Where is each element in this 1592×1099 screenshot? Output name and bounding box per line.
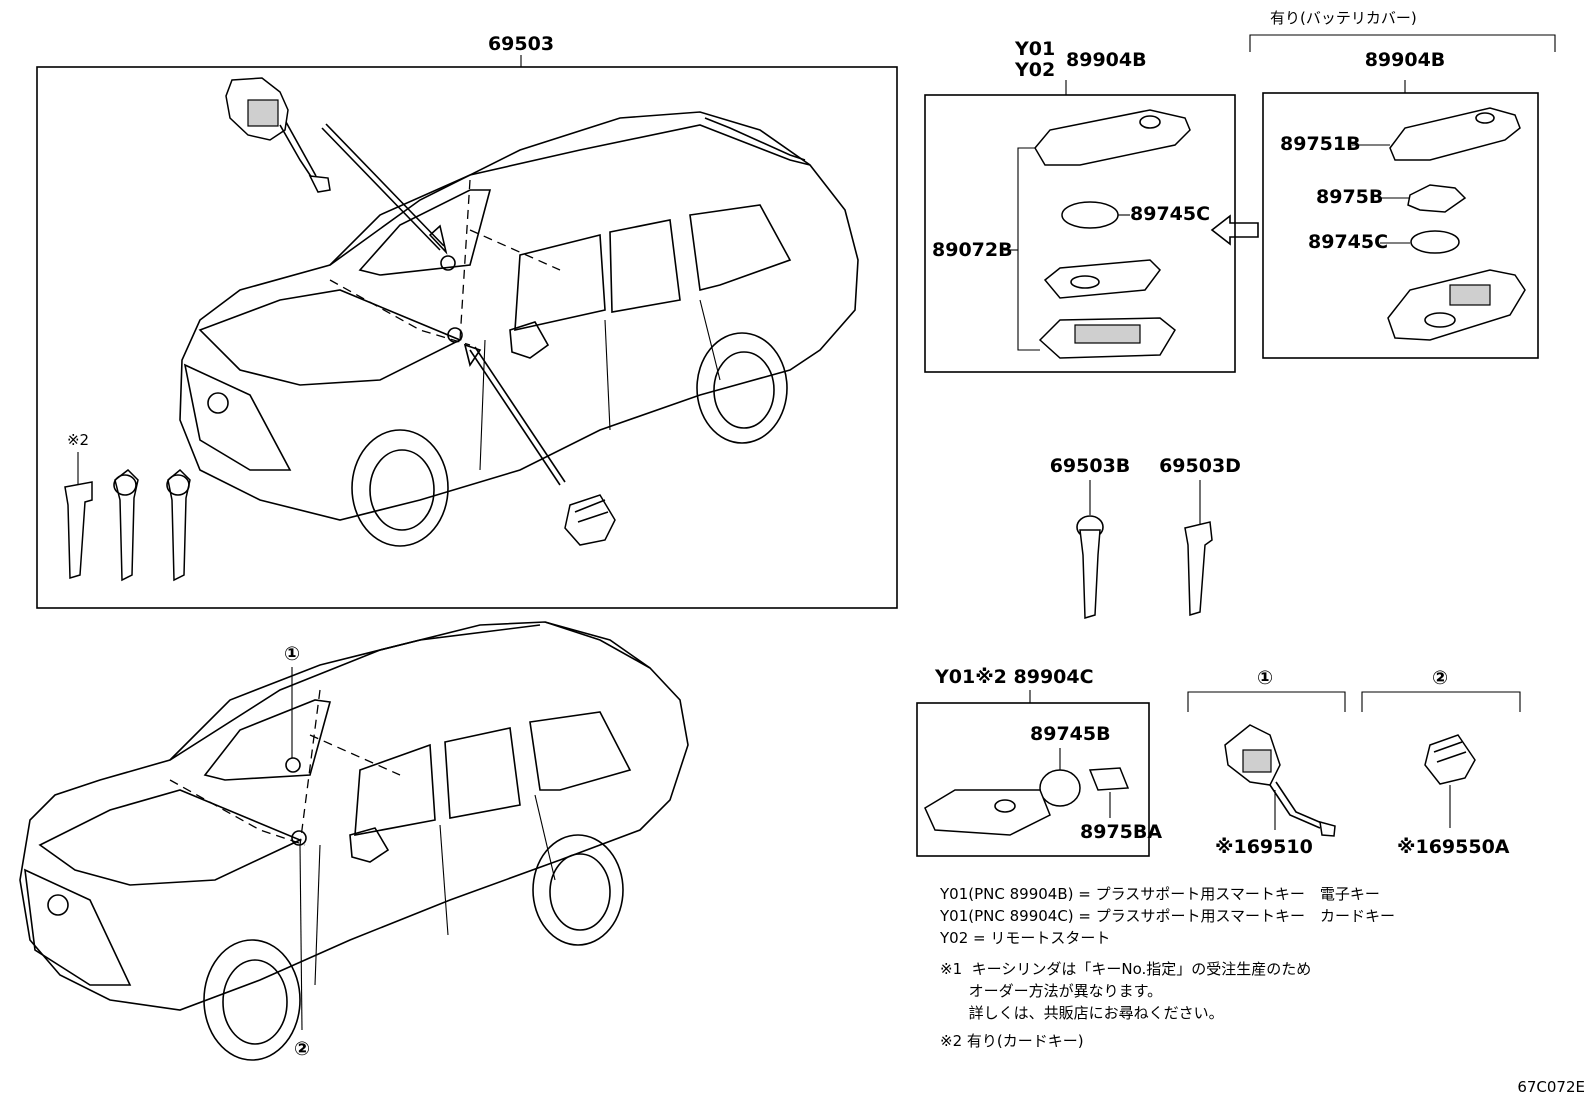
p89745C-right-label: 89745C <box>1308 231 1388 253</box>
note-line-4: ※1 キーシリンダは「キーNo.指定」の受注生産のため <box>940 960 1312 978</box>
note-line-5: オーダー方法が異なります。 <box>940 982 1163 1000</box>
p89751B-label: 89751B <box>1280 133 1361 155</box>
ref2-part: ② ※169550A <box>1361 667 1521 858</box>
key-69503B: 69503B <box>1050 455 1131 619</box>
vehicle-icon: ① ② <box>19 621 689 1061</box>
car-ref1-label: ① <box>284 643 300 665</box>
p8975BA-label: 8975BA <box>1080 821 1162 843</box>
note-line-1: Y01(PNC 89904B) = プラスサポート用スマートキー 電子キー <box>940 885 1380 903</box>
key-box-right: 有り(バッテリカバー) 89904B 89751B 8975B 89745C <box>1249 9 1556 359</box>
ref1-label: ① <box>1257 667 1273 689</box>
assy-69503-label: 69503 <box>488 33 554 55</box>
mechanical-key-icon: ※2 <box>64 431 191 582</box>
key-left-header-label: 89904B <box>1066 49 1147 71</box>
note-line-6: 詳しくは、共販店にお尋ねください。 <box>940 1004 1224 1022</box>
key-right-header-label: 89904B <box>1365 49 1446 71</box>
key-box-left: Y01 Y02 89904B 89745C 89072B <box>924 38 1236 373</box>
y01-label: Y01 <box>1014 38 1055 60</box>
card-key-header-label: Y01※2 89904C <box>934 666 1094 688</box>
diagram-code-label: 67C072E <box>1517 1078 1585 1096</box>
vehicle-icon <box>179 111 859 547</box>
y02-label: Y02 <box>1014 59 1055 81</box>
battery-cover-note-label: 有り(バッテリカバー) <box>1270 9 1417 27</box>
p89745B-label: 89745B <box>1030 723 1111 745</box>
note-line-2: Y01(PNC 89904C) = プラスサポート用スマートキー カードキー <box>940 907 1396 925</box>
battery-cover-icon <box>1389 107 1521 161</box>
p89072B-label: 89072B <box>932 239 1013 261</box>
assy-69503-box: 69503 <box>36 33 898 609</box>
card-key-icon <box>924 789 1051 836</box>
key-69503D: 69503D <box>1159 455 1241 616</box>
p69510-label: ※169510 <box>1215 836 1313 858</box>
p8975B-label: 8975B <box>1316 186 1383 208</box>
p89745C-left-label: 89745C <box>1130 203 1210 225</box>
card-key-box: Y01※2 89904C 89745B 8975BA <box>916 666 1162 857</box>
ref1-part: ① ※169510 <box>1187 667 1346 858</box>
note-line-3: Y02 = リモートスタート <box>940 929 1111 947</box>
mark2-label: ※2 <box>67 431 89 449</box>
smart-key-icon <box>1034 109 1191 166</box>
p69503B-label: 69503B <box>1050 455 1131 477</box>
ref2-label: ② <box>1432 667 1448 689</box>
p69550A-label: ※169550A <box>1397 836 1510 858</box>
arrow-left-icon <box>1210 214 1259 246</box>
note-line-7: ※2 有り(カードキー) <box>940 1032 1084 1050</box>
p69503D-label: 69503D <box>1159 455 1241 477</box>
key-cylinder-icon <box>225 77 331 193</box>
switch-part-icon <box>564 494 616 546</box>
car-ref2-label: ② <box>294 1038 310 1060</box>
battery-icon <box>1061 201 1119 229</box>
